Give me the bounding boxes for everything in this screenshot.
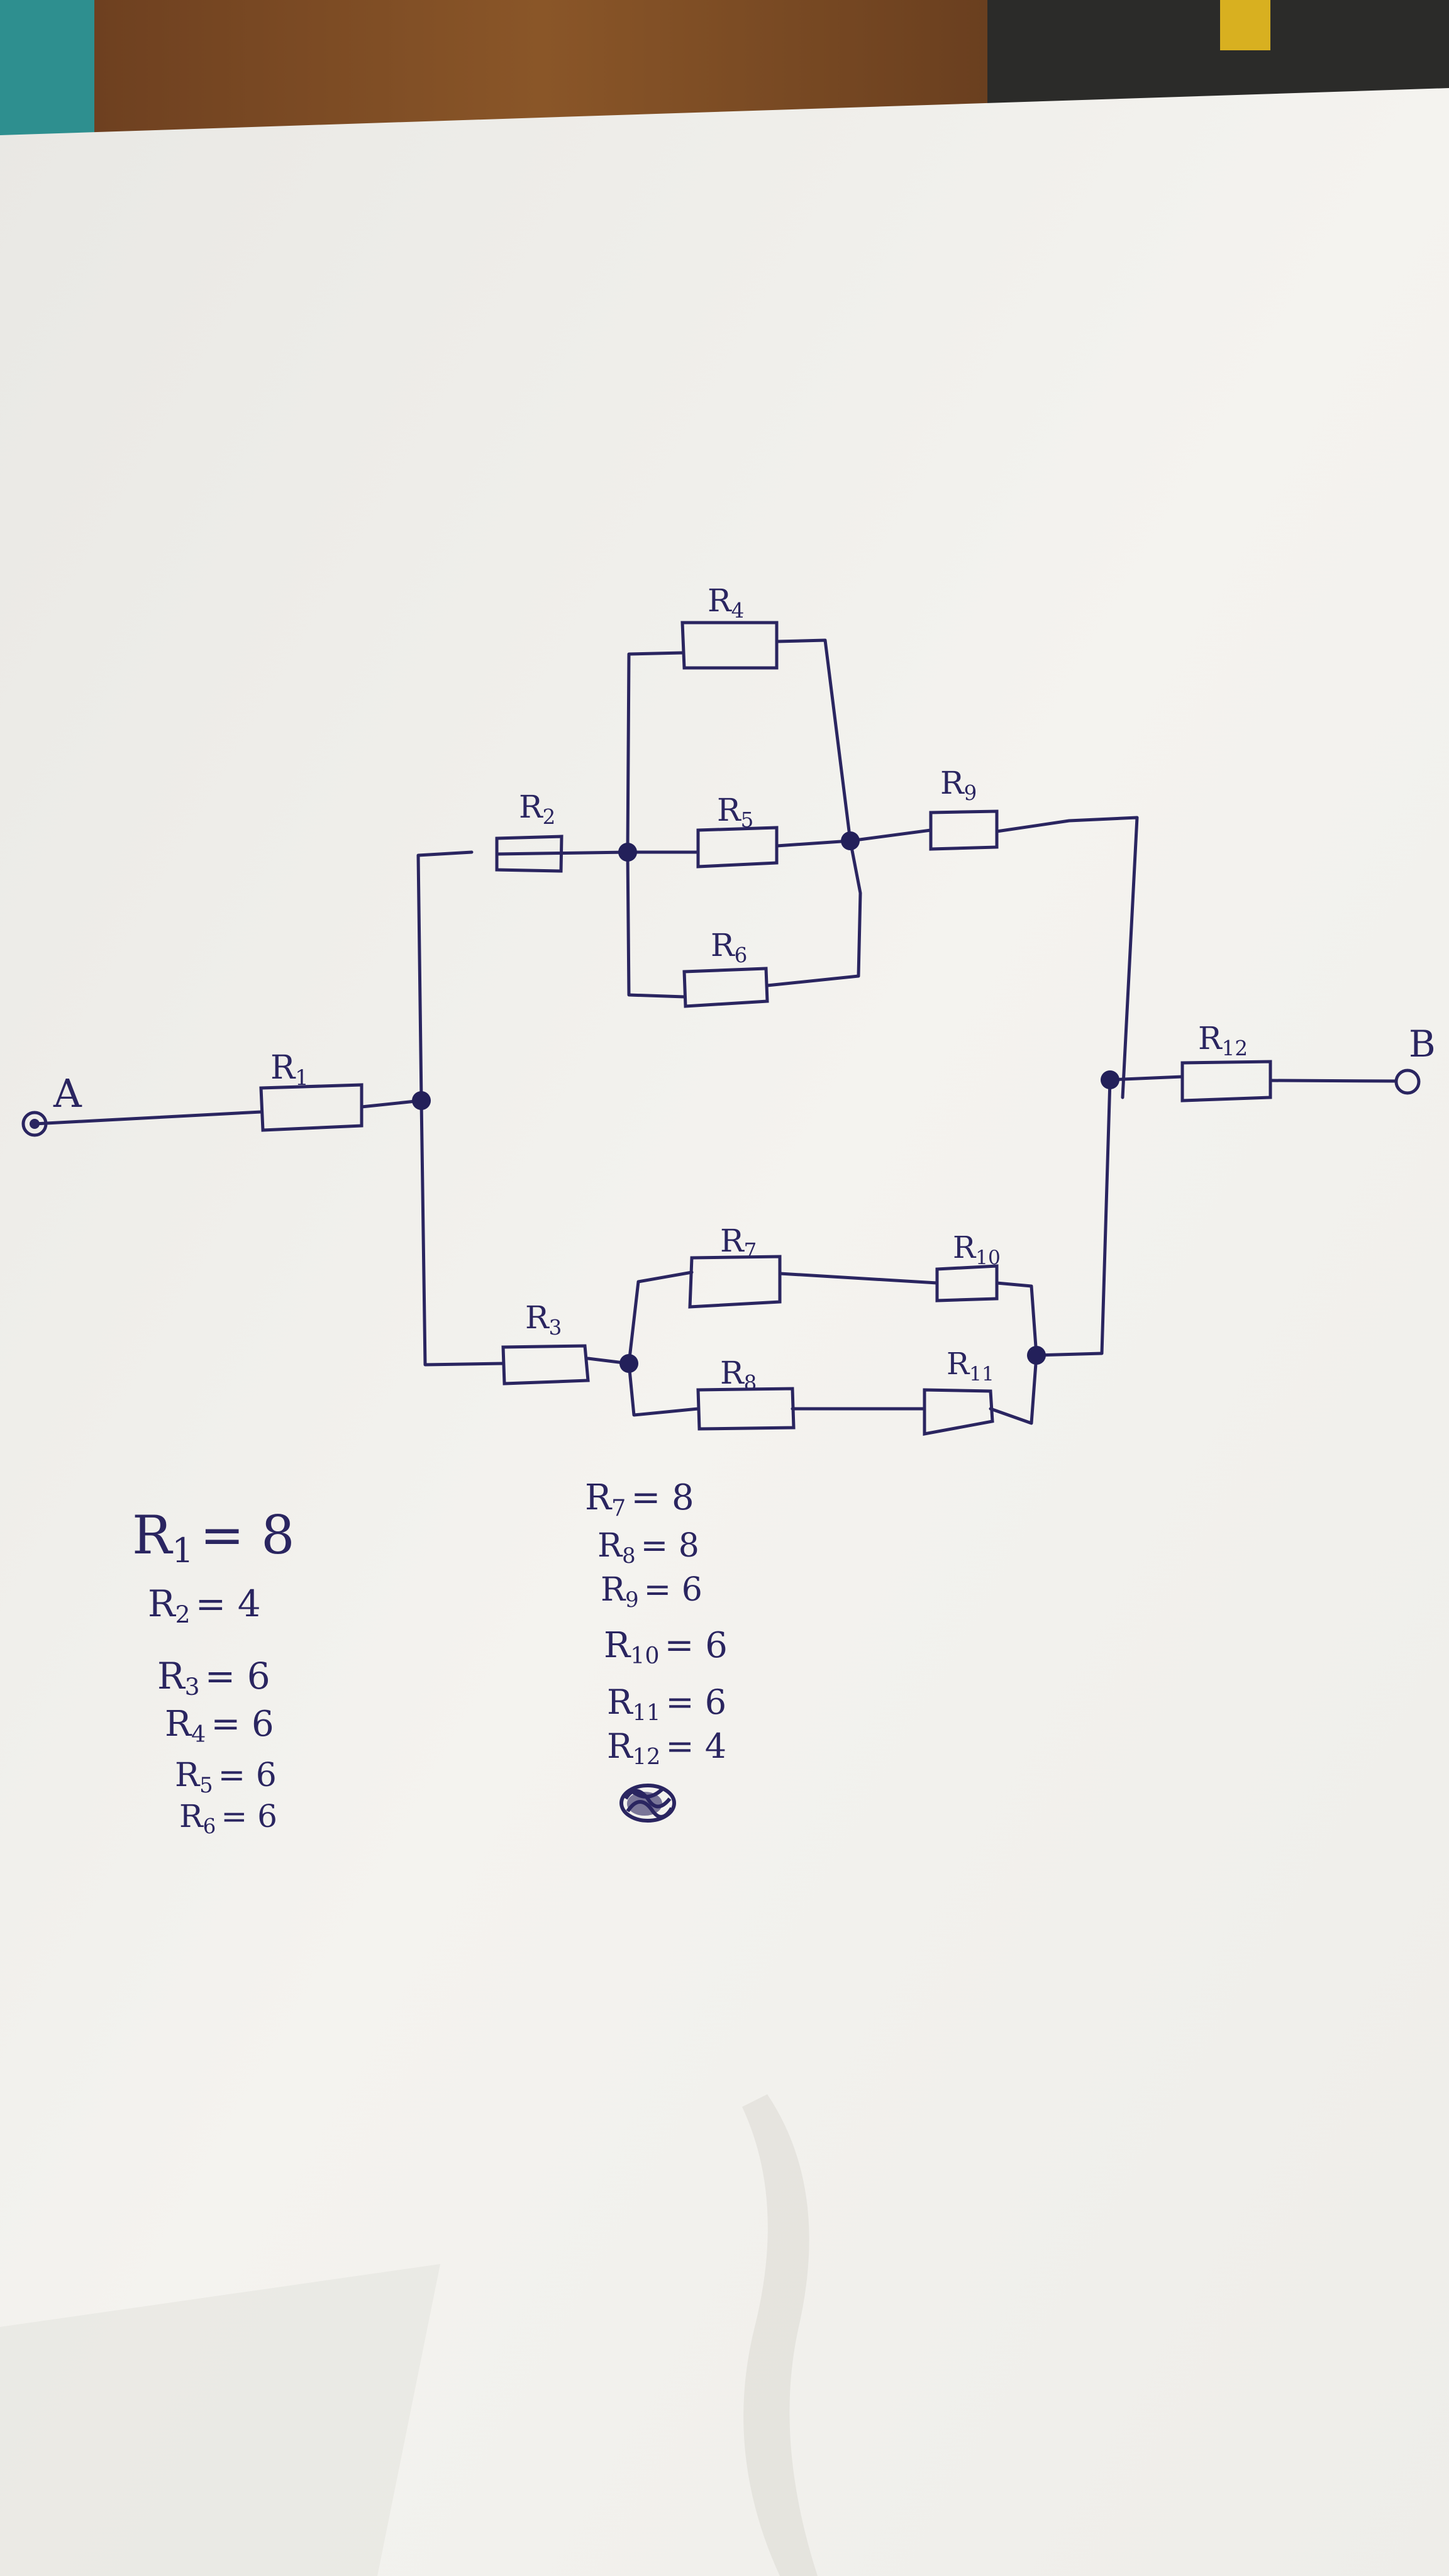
wire-node1-down bbox=[419, 1099, 505, 1367]
wire-r12-to-b bbox=[1269, 1079, 1398, 1083]
node-lower-right bbox=[1027, 1346, 1046, 1365]
junction-nodes bbox=[412, 831, 1119, 1373]
value-r11: R11= 6 bbox=[607, 1682, 726, 1726]
label-r8: R8 bbox=[720, 1355, 757, 1395]
resistor-r3-body bbox=[501, 1344, 590, 1385]
resistor-r2-body bbox=[495, 835, 564, 873]
circuit-wires bbox=[33, 638, 1398, 1425]
resistor-r11-body bbox=[923, 1388, 994, 1436]
node-after-r1 bbox=[412, 1091, 431, 1110]
label-r6: R6 bbox=[711, 927, 747, 967]
value-r1: R1= 8 bbox=[132, 1504, 295, 1570]
node-upper-right bbox=[841, 831, 860, 850]
label-r7: R7 bbox=[720, 1223, 757, 1263]
label-r5: R5 bbox=[717, 792, 753, 832]
label-r3: R3 bbox=[525, 1299, 562, 1340]
terminal-a-circle bbox=[21, 1111, 48, 1137]
resistor-r1-body bbox=[259, 1083, 364, 1132]
wire-node5-to-r7 bbox=[627, 1270, 694, 1365]
resistor-bodies bbox=[259, 621, 1272, 1436]
wire-r9-to-right bbox=[995, 816, 1139, 1099]
node-right bbox=[1101, 1070, 1119, 1089]
resistor-r10-body bbox=[935, 1264, 999, 1302]
wire-a-to-r1 bbox=[33, 1110, 263, 1126]
value-r2: R2= 4 bbox=[148, 1582, 261, 1628]
resistor-r9-body bbox=[929, 809, 999, 851]
value-r8: R8= 8 bbox=[597, 1527, 699, 1568]
label-r10: R10 bbox=[953, 1230, 1001, 1269]
value-r7: R7= 8 bbox=[585, 1477, 694, 1521]
resistor-r8-body bbox=[696, 1387, 796, 1431]
value-r4: R4= 6 bbox=[165, 1704, 274, 1748]
wire-node5-to-r8 bbox=[627, 1362, 700, 1417]
wire-r10-to-node6 bbox=[995, 1281, 1038, 1357]
wire-r1-to-node1 bbox=[360, 1099, 423, 1109]
label-r1: R1 bbox=[270, 1049, 309, 1090]
label-r11: R11 bbox=[947, 1346, 994, 1385]
label-r9: R9 bbox=[940, 765, 977, 805]
paper-sheet bbox=[0, 88, 1449, 2576]
value-r5: R5= 6 bbox=[175, 1757, 277, 1797]
resistor-r7-body bbox=[688, 1255, 782, 1309]
value-r6: R6= 6 bbox=[179, 1798, 277, 1838]
scribble-mark bbox=[619, 1784, 676, 1823]
value-r3: R3= 6 bbox=[157, 1655, 270, 1701]
paper-bottom-shade bbox=[0, 2264, 440, 2576]
wire-r4-to-node3 bbox=[775, 638, 852, 843]
wire-r6-to-node3 bbox=[765, 839, 862, 987]
terminal-a-label: A bbox=[53, 1070, 82, 1116]
wire-r5-to-node3 bbox=[775, 839, 852, 848]
terminal-b-label: B bbox=[1409, 1023, 1436, 1065]
paper-fold-shadow bbox=[742, 2094, 818, 2576]
node-lower-left bbox=[619, 1354, 638, 1373]
label-r12: R12 bbox=[1198, 1020, 1248, 1060]
wire-node4-to-r12 bbox=[1108, 1075, 1184, 1082]
resistor-r12-body bbox=[1180, 1060, 1272, 1102]
wire-node3-to-r9 bbox=[848, 828, 933, 843]
terminal-b-circle bbox=[1394, 1069, 1421, 1095]
terminal-a-dot bbox=[30, 1119, 40, 1129]
value-r10: R10= 6 bbox=[604, 1625, 728, 1669]
wire-node1-up bbox=[416, 850, 474, 1102]
node-upper-left bbox=[618, 843, 637, 862]
label-r4: R4 bbox=[708, 582, 744, 623]
value-r9: R9= 6 bbox=[601, 1571, 702, 1612]
wire-node2-up bbox=[626, 651, 684, 854]
wire-r11-to-node6 bbox=[989, 1353, 1038, 1425]
background-yellow-object bbox=[1220, 0, 1270, 50]
label-r2: R2 bbox=[519, 789, 555, 829]
resistor-r6-body bbox=[682, 967, 769, 1008]
wire-r7-to-r10 bbox=[778, 1272, 939, 1285]
resistor-r4-body bbox=[680, 621, 779, 670]
wire-node2-down bbox=[626, 850, 686, 999]
value-r12: R12= 4 bbox=[607, 1726, 726, 1770]
background-teal-wall bbox=[0, 0, 94, 151]
wire-node4-down bbox=[1035, 1078, 1112, 1357]
resistor-r5-body bbox=[696, 826, 779, 869]
